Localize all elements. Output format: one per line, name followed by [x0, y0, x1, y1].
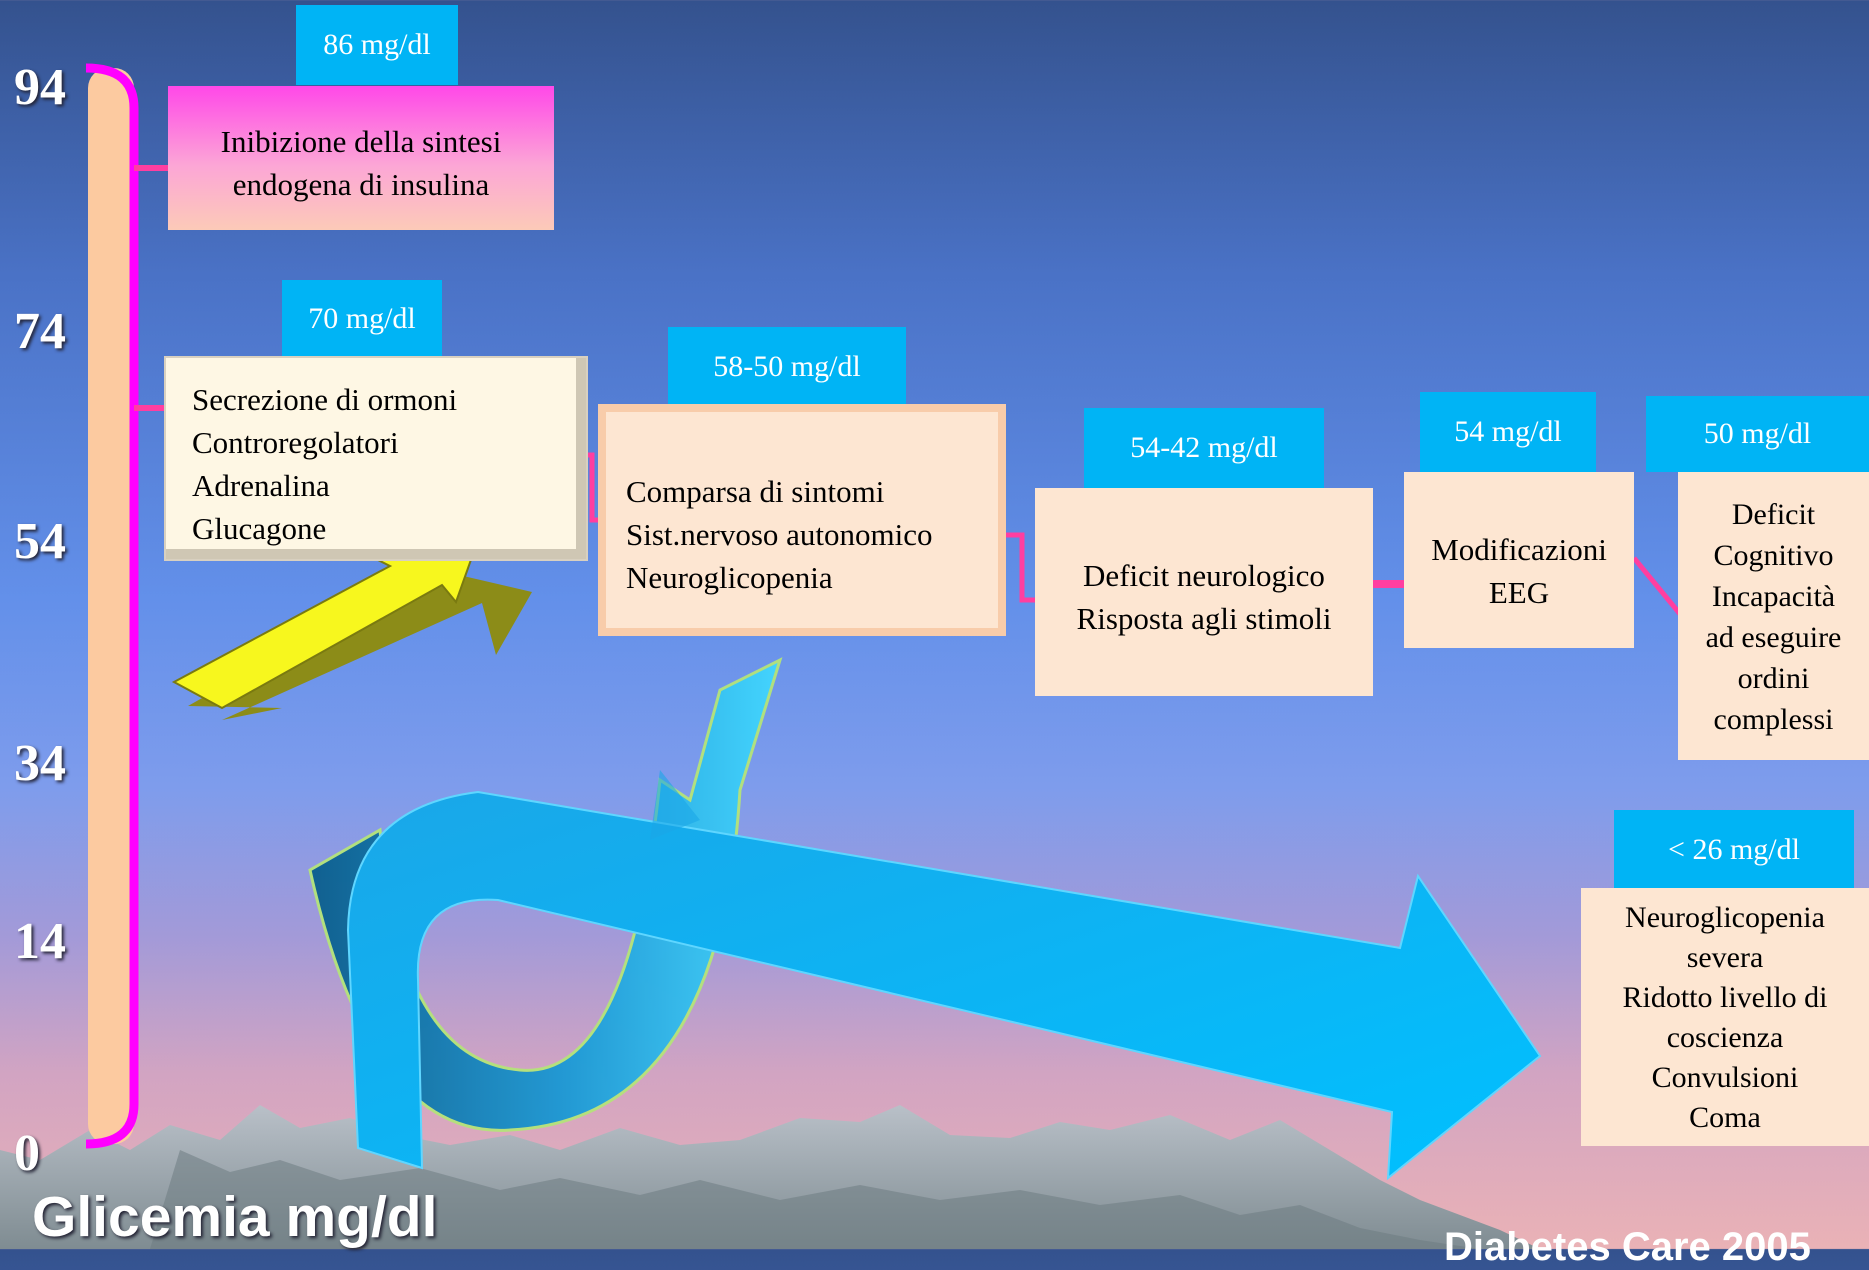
stage-text: Glucagone: [192, 511, 327, 546]
yellow-arrow: [171, 538, 532, 720]
stage-box-symptoms: Comparsa di sintomi Sist.nervoso autonom…: [598, 404, 1006, 636]
axis-tick-34: 34: [14, 735, 66, 792]
axis-tick-14: 14: [14, 913, 66, 970]
teal-curved-up-arrow: [308, 657, 783, 1132]
stage-box-eeg: Modificazioni EEG: [1404, 472, 1634, 648]
stage-box-counterregulatory: Secrezione di ormoni Controregolatori Ad…: [164, 356, 588, 561]
axis-tick-0: 0: [14, 1125, 40, 1182]
axis-tick-74: 74: [14, 303, 66, 360]
threshold-tag-54: 54 mg/dl: [1420, 392, 1596, 472]
stage-text: Comparsa di sintomi: [626, 474, 885, 509]
axis-tick-94: 94: [14, 59, 66, 116]
stage-text: Neuroglicopenia: [626, 560, 833, 595]
source-citation: Diabetes Care 2005: [1444, 1225, 1811, 1269]
axis-bracket: [85, 63, 139, 1149]
connector-3-4: [1004, 532, 1036, 603]
stage-text: Modificazioni: [1431, 532, 1607, 567]
stage-text: Controregolatori: [192, 425, 399, 460]
stage-box-severe: Neuroglicopenia severa Ridotto livello d…: [1581, 888, 1869, 1146]
stage-text: Adrenalina: [192, 468, 330, 503]
stage-text: endogena di insulina: [232, 167, 490, 202]
stage-text: Risposta agli stimoli: [1076, 601, 1332, 636]
stage-box-neuro-deficit: Deficit neurologico Risposta agli stimol…: [1035, 488, 1373, 696]
stage-text: Convulsioni: [1651, 1061, 1799, 1094]
stage-text: severa: [1686, 941, 1764, 974]
stage-text: Incapacità: [1711, 580, 1836, 613]
stage-text: EEG: [1488, 575, 1550, 610]
threshold-tag-54-42: 54-42 mg/dl: [1084, 408, 1324, 488]
stage-text: Sist.nervoso autonomico: [626, 517, 933, 552]
stage-text: Secrezione di ormoni: [192, 382, 458, 417]
stage-text: Deficit neurologico: [1083, 558, 1325, 593]
stage-text: coscienza: [1666, 1021, 1784, 1054]
stage-text: Ridotto livello di: [1622, 981, 1828, 1014]
stage-text: ordini: [1737, 662, 1810, 695]
threshold-tag-26: < 26 mg/dl: [1614, 810, 1854, 890]
blue-bent-arrow: [346, 790, 1542, 1181]
y-axis-label: Glicemia mg/dl: [32, 1185, 438, 1249]
stage-box-cognitive: Deficit Cognitivo Incapacità ad eseguire…: [1678, 472, 1869, 760]
stage-text: complessi: [1713, 703, 1834, 736]
stage-text: ad eseguire: [1705, 621, 1842, 654]
threshold-tag-58-50: 58-50 mg/dl: [668, 327, 906, 407]
axis-scale-bar: [88, 68, 134, 1144]
stage-box-insulin-inhibition: Inibizione della sintesi endogena di ins…: [168, 86, 554, 230]
threshold-tag-70: 70 mg/dl: [282, 280, 442, 358]
stage-text: Deficit: [1731, 498, 1816, 531]
axis-tick-54: 54: [14, 513, 66, 570]
stage-text: Inibizione della sintesi: [220, 124, 502, 159]
stage-text: Coma: [1689, 1101, 1761, 1134]
connector-5-6: [1632, 556, 1682, 616]
stage-text: Cognitivo: [1713, 539, 1834, 572]
stage-text: Neuroglicopenia: [1625, 901, 1825, 934]
threshold-tag-50: 50 mg/dl: [1646, 396, 1869, 472]
threshold-tag-86: 86 mg/dl: [296, 5, 458, 85]
